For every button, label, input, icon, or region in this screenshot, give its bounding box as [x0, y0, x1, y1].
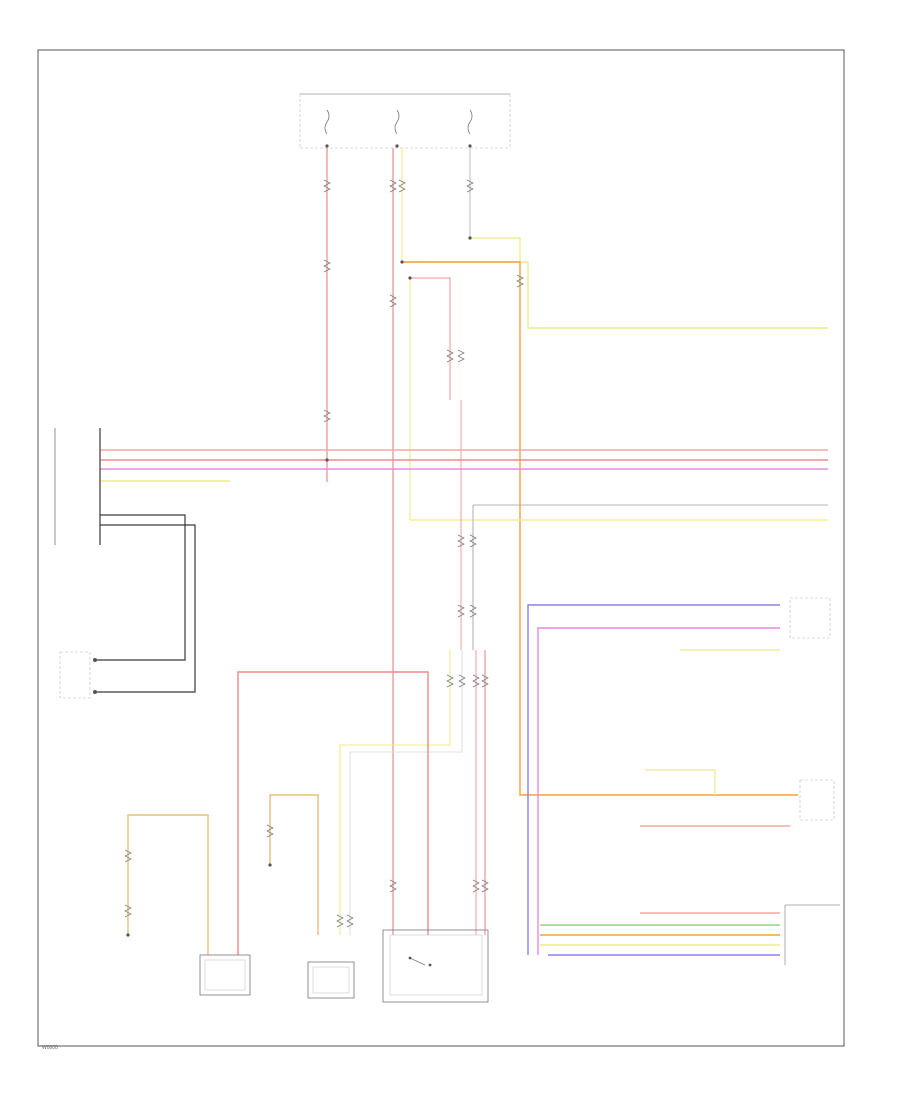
relay-box — [382, 929, 489, 1003]
pink-wire-route — [409, 277, 828, 521]
main-harness — [100, 449, 828, 482]
center-pair — [339, 400, 828, 935]
orange-wire-route — [400, 260, 828, 796]
right-bus-wires — [527, 604, 790, 956]
fuse-block — [299, 93, 511, 149]
wire-yellow-3b — [470, 237, 521, 262]
left-control-module — [54, 428, 196, 693]
red-loop — [237, 671, 429, 955]
tan-wire-loop — [127, 794, 319, 955]
fuse-3 — [467, 109, 473, 135]
coolant-sensor — [59, 651, 97, 699]
right-control-unit — [784, 904, 840, 965]
footer-code: W0000 — [42, 1045, 58, 1051]
connector-marks — [124, 179, 524, 928]
main-vertical-wires — [326, 148, 521, 935]
bottom-component-2 — [307, 961, 355, 999]
right-module-mid — [645, 769, 835, 821]
fuse-1 — [324, 109, 330, 135]
bottom-component-1 — [199, 954, 251, 996]
fuse-2 — [394, 109, 400, 135]
diagram-frame — [37, 49, 845, 1047]
right-module-top — [680, 597, 831, 651]
splice-points — [126, 236, 472, 937]
